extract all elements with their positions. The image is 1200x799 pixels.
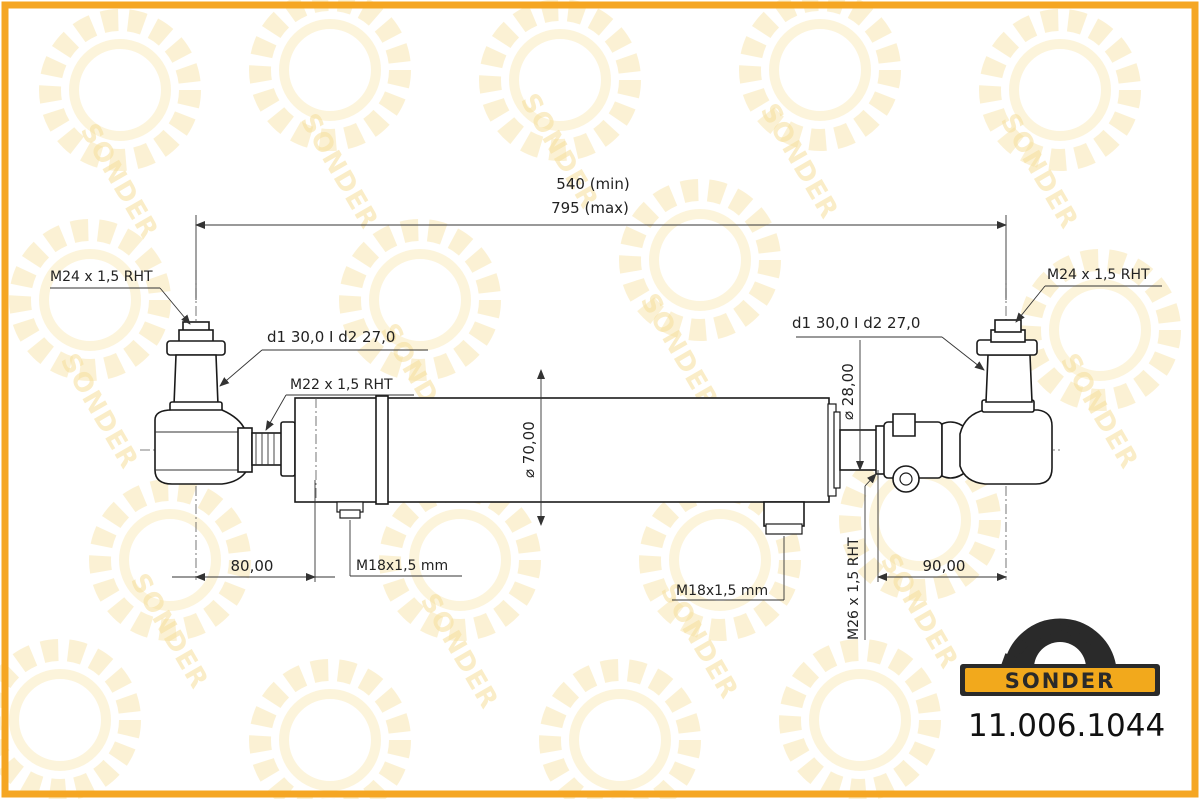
overall-length-dimension: 540 (min) 795 (max) bbox=[195, 175, 1007, 300]
left-ball-joint bbox=[154, 321, 296, 485]
rod-diameter-label: ⌀ 28,00 bbox=[839, 363, 857, 420]
svg-text:M26 x 1,5 RHT: M26 x 1,5 RHT bbox=[846, 537, 862, 640]
callout-left-port: M18x1,5 mm bbox=[349, 520, 462, 577]
length-max-label: 795 (max) bbox=[551, 199, 629, 217]
callout-rod-thread: M26 x 1,5 RHT bbox=[846, 473, 877, 640]
left-offset-label: 80,00 bbox=[231, 557, 274, 575]
svg-text:M24 x 1,5 RHT: M24 x 1,5 RHT bbox=[50, 269, 153, 285]
sonder-logo: SONDER bbox=[960, 618, 1160, 696]
rod-diameter-dimension: ⌀ 28,00 bbox=[839, 340, 864, 471]
right-offset-label: 90,00 bbox=[923, 557, 966, 575]
callout-right-port: M18x1,5 mm bbox=[672, 536, 785, 601]
cylinder-body bbox=[294, 395, 841, 535]
callout-left-ball-thread: M24 x 1,5 RHT bbox=[50, 269, 191, 325]
callout-right-taper: d1 30,0 I d2 27,0 bbox=[792, 314, 985, 371]
right-offset-dimension: 90,00 bbox=[877, 470, 1007, 582]
watermark-logo-6: SONDER bbox=[54, 349, 144, 475]
right-rod-end bbox=[839, 319, 1053, 493]
length-min-label: 540 (min) bbox=[556, 175, 629, 193]
svg-text:d1 30,0 I d2 27,0: d1 30,0 I d2 27,0 bbox=[267, 328, 395, 346]
callout-left-end-thread: M22 x 1,5 RHT bbox=[265, 377, 414, 431]
svg-text:M18x1,5 mm: M18x1,5 mm bbox=[356, 558, 448, 574]
svg-text:M24 x 1,5 RHT: M24 x 1,5 RHT bbox=[1047, 267, 1150, 283]
cylinder-diameter-dimension: ⌀ 70,00 bbox=[520, 369, 545, 526]
left-offset-dimension: 80,00 bbox=[172, 480, 335, 582]
cylinder-diameter-label: ⌀ 70,00 bbox=[520, 421, 538, 478]
svg-text:M22 x 1,5 RHT: M22 x 1,5 RHT bbox=[290, 377, 393, 393]
callout-left-taper: d1 30,0 I d2 27,0 bbox=[219, 328, 428, 387]
svg-text:M18x1,5 mm: M18x1,5 mm bbox=[676, 583, 768, 599]
callout-right-ball-thread: M24 x 1,5 RHT bbox=[1015, 267, 1162, 323]
svg-text:d1 30,0 I d2 27,0: d1 30,0 I d2 27,0 bbox=[792, 314, 920, 332]
part-number: 11.006.1044 bbox=[968, 708, 1166, 744]
logo-wordmark: SONDER bbox=[1005, 669, 1116, 693]
